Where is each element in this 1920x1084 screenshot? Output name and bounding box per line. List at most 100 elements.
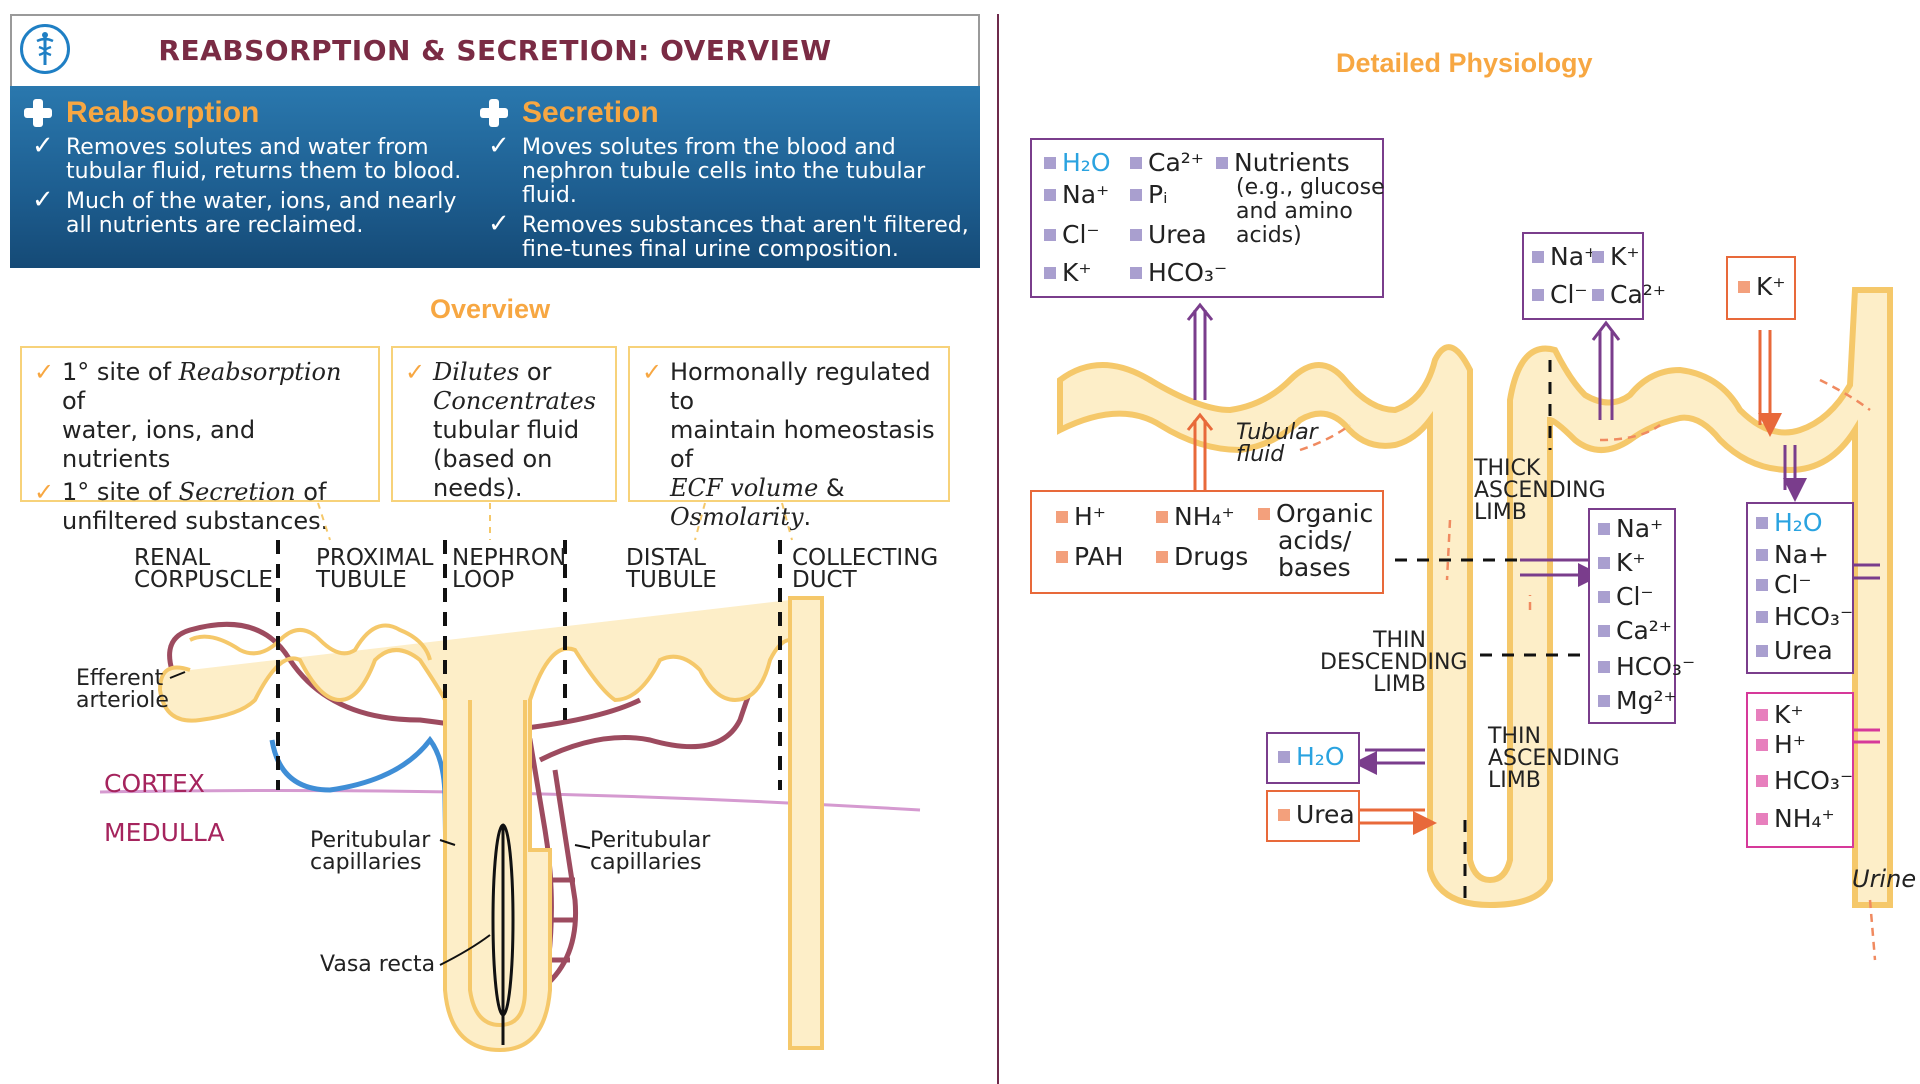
v: Drugs bbox=[1174, 542, 1249, 571]
v: NH₄⁺ bbox=[1174, 502, 1235, 531]
v: PAH bbox=[1074, 542, 1124, 571]
ion-ca: Ca²⁺ bbox=[1130, 146, 1204, 180]
sq bbox=[1278, 751, 1290, 763]
secretion-column: Secretion ✓ Moves solutes from the blood… bbox=[480, 96, 970, 262]
sq bbox=[1258, 508, 1270, 520]
sq bbox=[1130, 157, 1142, 169]
v: Pᵢ bbox=[1148, 180, 1168, 209]
label-medulla: MEDULLA bbox=[104, 818, 225, 847]
ion-h2o: H₂O bbox=[1756, 506, 1823, 540]
overview-line-reabsorption: ✓ 1° site of Reabsorption of water, ions… bbox=[34, 358, 366, 474]
v: HCO₃⁻ bbox=[1774, 766, 1854, 795]
v: H⁺ bbox=[1074, 502, 1106, 531]
t1: THIN bbox=[1373, 628, 1426, 653]
overview-line-hormonal: ✓ Hormonally regulated to maintain homeo… bbox=[642, 358, 936, 532]
overview-line-dilutes: ✓ Dilutes or Concentrates tubular fluid … bbox=[405, 358, 603, 503]
sq bbox=[1156, 551, 1168, 563]
sq bbox=[1756, 611, 1768, 623]
sq bbox=[1756, 517, 1768, 529]
loop1: NEPHRON bbox=[452, 545, 567, 571]
overview-box-distal: ✓ Hormonally regulated to maintain homeo… bbox=[628, 346, 950, 531]
label-pointers bbox=[169, 671, 591, 966]
v: HCO₃⁻ bbox=[1774, 602, 1854, 631]
peri1: Peritubular bbox=[310, 828, 431, 853]
reabsorption-bullet-2: ✓ Much of the water, ions, and nearly al… bbox=[32, 187, 484, 238]
plus-icon bbox=[480, 99, 508, 127]
ion-na: Na⁺ bbox=[1598, 512, 1663, 546]
box-pct-reabsorption: H₂O Na⁺ Cl⁻ K⁺ Ca²⁺ Pᵢ Urea HCO₃⁻ Nutrie… bbox=[1030, 138, 1385, 298]
checkmark-icon: ✓ bbox=[34, 358, 55, 386]
v: (e.g., glucose bbox=[1236, 175, 1385, 200]
v3: bases bbox=[1278, 553, 1351, 582]
segment-dividers bbox=[276, 540, 782, 790]
flow-arrows bbox=[1299, 378, 1877, 961]
v: NH₄⁺ bbox=[1774, 804, 1835, 833]
ion-nh4: NH₄⁺ bbox=[1156, 500, 1235, 534]
sq bbox=[1598, 625, 1610, 637]
ion-na: Na⁺ bbox=[1044, 178, 1109, 212]
t1: THIN bbox=[1488, 724, 1541, 749]
ov2-text-b: of bbox=[295, 478, 327, 506]
secretion-bullet-1: ✓ Moves solutes from the blood and nephr… bbox=[488, 133, 970, 208]
plus-icon bbox=[24, 99, 52, 127]
v: K⁺ bbox=[1616, 548, 1646, 577]
secr-b1-l1: Moves solutes from the blood and bbox=[522, 135, 896, 160]
sq bbox=[1592, 289, 1604, 301]
ion-hco3: HCO₃⁻ bbox=[1756, 600, 1853, 634]
v: Urea bbox=[1148, 220, 1207, 249]
v: H⁺ bbox=[1774, 730, 1806, 759]
t2: fluid bbox=[1236, 442, 1285, 467]
ov-based-on-needs: (based on needs). bbox=[433, 445, 553, 502]
ov2-emph: Secretion bbox=[178, 478, 296, 506]
checkmark-icon: ✓ bbox=[642, 358, 663, 386]
ov2-text: 1° site of bbox=[62, 478, 179, 506]
loop2: LOOP bbox=[452, 567, 515, 593]
ion-drugs: Drugs bbox=[1156, 540, 1248, 574]
ov-ecf: ECF volume bbox=[670, 474, 819, 502]
ion-k: K⁺ bbox=[1592, 240, 1640, 274]
ion-k: K⁺ bbox=[1598, 546, 1646, 580]
t1: Tubular bbox=[1236, 420, 1318, 445]
sq bbox=[1130, 229, 1142, 241]
checkmark-icon: ✓ bbox=[405, 358, 426, 386]
ov-maintain: maintain homeostasis of bbox=[670, 416, 935, 473]
t1: THICK bbox=[1474, 456, 1541, 481]
ov2-text-c: unfiltered substances. bbox=[62, 507, 329, 535]
ion-na: Na⁺ bbox=[1532, 240, 1597, 274]
sq bbox=[1532, 289, 1544, 301]
v: HCO₃⁻ bbox=[1616, 652, 1696, 681]
peri3: Peritubular bbox=[590, 828, 711, 853]
sq bbox=[1044, 229, 1056, 241]
reabs-b1-l1: Removes solutes and water from bbox=[66, 135, 429, 160]
ion-hco3: HCO₃⁻ bbox=[1756, 764, 1853, 798]
v: Urea bbox=[1774, 636, 1833, 665]
v: Cl⁻ bbox=[1616, 582, 1654, 611]
vasa-recta-coil bbox=[491, 823, 515, 1045]
ov-dilutes: Dilutes bbox=[433, 358, 520, 386]
eff1: Efferent bbox=[76, 666, 164, 691]
sq bbox=[1532, 251, 1544, 263]
overview-nephron-diagram bbox=[99, 502, 921, 1053]
peri4: capillaries bbox=[590, 850, 702, 875]
nephron-tubule bbox=[157, 596, 824, 1053]
box-cd-reabsorption: H₂O Na+ Cl⁻ HCO₃⁻ Urea bbox=[1746, 502, 1854, 674]
renal2: CORPUSCLE bbox=[134, 567, 273, 593]
definition-panel: Reabsorption ✓ Removes solutes and water… bbox=[10, 86, 980, 268]
ov-period: . bbox=[803, 503, 812, 531]
label-vasa-recta: Vasa recta bbox=[320, 952, 436, 977]
detail-segment-dividers bbox=[1395, 360, 1600, 900]
checkmark-icon: ✓ bbox=[32, 131, 54, 161]
v: Cl⁻ bbox=[1550, 280, 1588, 309]
reabsorption-heading-text: Reabsorption bbox=[66, 96, 260, 129]
coll1: COLLECTING bbox=[792, 545, 939, 571]
